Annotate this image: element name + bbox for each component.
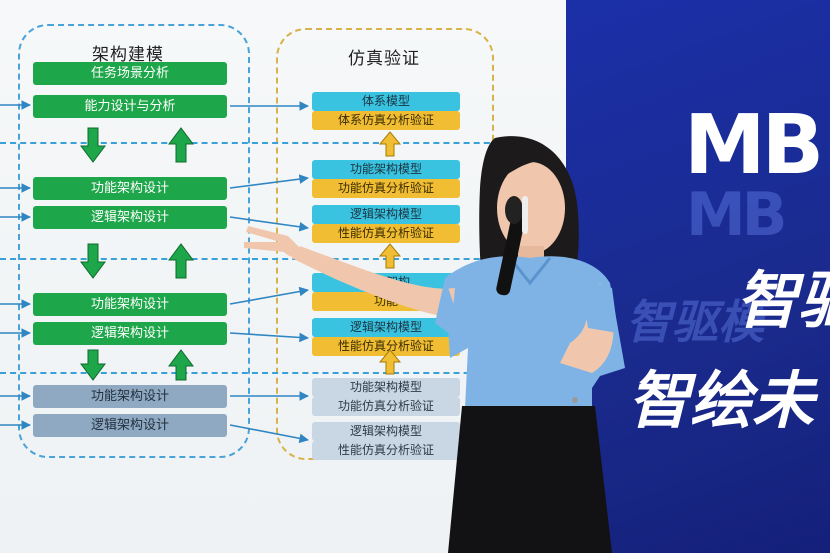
right-box-bottom: 功能仿真分析验证 [312,179,460,198]
backdrop-logo-reflection: MB [686,180,787,250]
right-box-bottom: 性能仿真分析验证 [312,441,460,460]
left-box: 功能架构设计 [33,293,227,316]
right-box-top: 体系模型 [312,92,460,111]
right-panel-title: 仿真验证 [348,49,420,69]
backdrop-ghost-line: 智驱模 [626,295,764,349]
left-box: 功能架构设计 [33,385,227,408]
right-box-top: 逻辑架构模型 [312,205,460,224]
backdrop-line-2: 智绘未 [628,364,815,437]
right-box-top: 逻辑架构模型 [312,318,460,337]
architecture-modeling-panel [18,24,250,458]
row-separator [0,258,520,260]
left-box: 任务场景分析 [33,62,227,85]
backdrop-line-1: 智驱 [736,264,830,337]
left-box: 逻辑架构设计 [33,414,227,437]
row-separator [0,372,520,374]
right-box-top: 功能架构模型 [312,160,460,179]
right-box-top: 逻辑架构模型 [312,422,460,441]
right-box-bottom: 性能仿真分析验证 [312,224,460,243]
right-box-bottom: 体系仿真分析验证 [312,111,460,130]
right-box-bottom: 功能仿真分析验证 [312,397,460,416]
right-box-top: 功能架构模型 [312,378,460,397]
event-backdrop: MB MB 智驱模 智驱 智绘未 [566,0,830,553]
left-box: 功能架构设计 [33,177,227,200]
right-box-bottom: 性能仿真分析验证 [312,337,460,356]
left-box: 逻辑架构设计 [33,206,227,229]
presenter-figure [244,136,625,553]
left-panel-title: 架构建模 [92,45,164,65]
left-box: 逻辑架构设计 [33,322,227,345]
connector-arrows [0,100,402,444]
backdrop-logo: MB [684,98,824,193]
row-separator [0,142,520,144]
left-box: 能力设计与分析 [33,95,227,118]
